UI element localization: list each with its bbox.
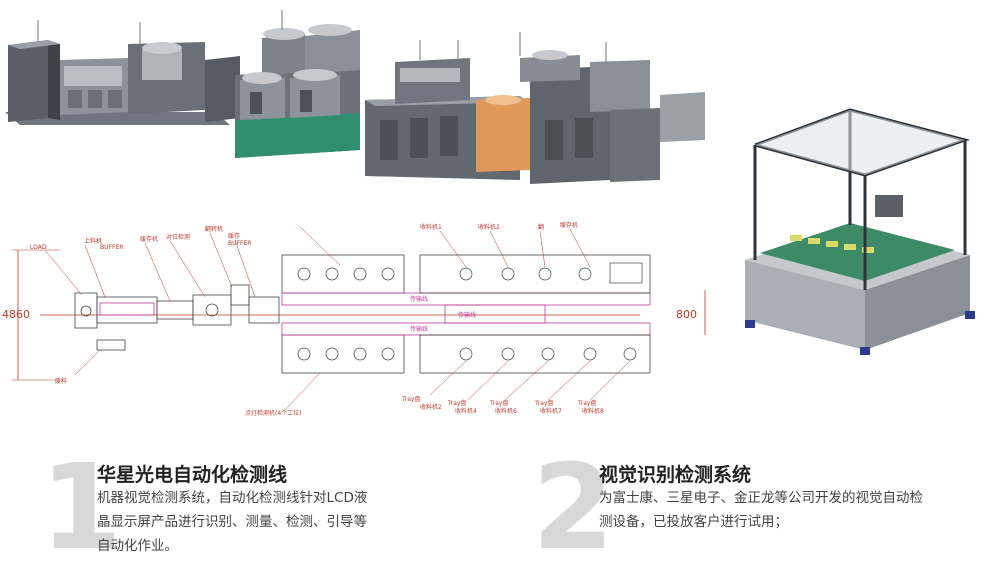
tray-label-3: Tray盘 [489, 399, 508, 407]
dim-right-label: 800 [676, 308, 697, 321]
machine-group-green [235, 24, 360, 158]
station-label-4: 翻转机 [205, 225, 223, 233]
station-label-6: 收料机1 [420, 223, 442, 231]
feature-2-number: 2 [532, 438, 615, 576]
feature-1-title: 华星光电自动化检测线 [97, 464, 288, 486]
recv-label-7: 收料机7 [540, 407, 562, 415]
belt-label-2: 传输线 [410, 325, 428, 333]
recv-label-4: 收料机4 [455, 407, 477, 415]
feature-1-number: 1 [40, 438, 123, 576]
inspection-machine-illustration [745, 108, 975, 355]
station-label-1: 上料机 [84, 237, 102, 245]
tray-label-1: Tray盘 [401, 395, 420, 403]
belt-label-3: 传输线 [458, 311, 476, 319]
feature-2-description: 为富士康、三星电子、金正龙等公司开发的视觉自动检测设备，已投放客户进行试用； [599, 490, 923, 530]
tray-label-5: Tray盘 [577, 399, 596, 407]
recv-label-2: 收料机2 [420, 403, 442, 411]
belt-label-1: 传输线 [410, 295, 428, 303]
recv-label-6: 收料机6 [495, 407, 517, 415]
station-label-8: 翻 [538, 223, 544, 231]
station-label-5: 缓存 [228, 232, 240, 240]
buffer-label: BUFFER [100, 244, 123, 251]
feature-2-title: 视觉识别检测系统 [599, 464, 752, 486]
buffer-label-small: BUFFER [228, 240, 251, 247]
test-station-label: 点灯检测机(4个工位) [245, 409, 302, 417]
tray-label-2: Tray盘 [447, 399, 466, 407]
dim-left-label: 4860 [2, 308, 30, 321]
load-label: LOAD [30, 244, 47, 251]
recv-label-8: 收料机8 [582, 407, 604, 415]
machine-group-left [8, 40, 240, 122]
station-label-7: 收料机2 [478, 223, 500, 231]
waste-label: 废料 [55, 377, 67, 385]
production-line-illustration [5, 10, 705, 184]
machine-group-right [365, 50, 705, 184]
station-label-2: 缓存机 [140, 235, 158, 243]
station-label-3: 对位检测 [166, 233, 190, 241]
feature-1-description: 机器视觉检测系统，自动化检测线针对LCD液晶显示屏产品进行识别、测量、检测、引导… [97, 490, 368, 554]
station-label-9: 缓存机 [560, 221, 578, 229]
tray-label-4: Tray盘 [534, 399, 553, 407]
layout-drawing: 4860 800 传输线 传输线 传输线 [2, 221, 706, 417]
